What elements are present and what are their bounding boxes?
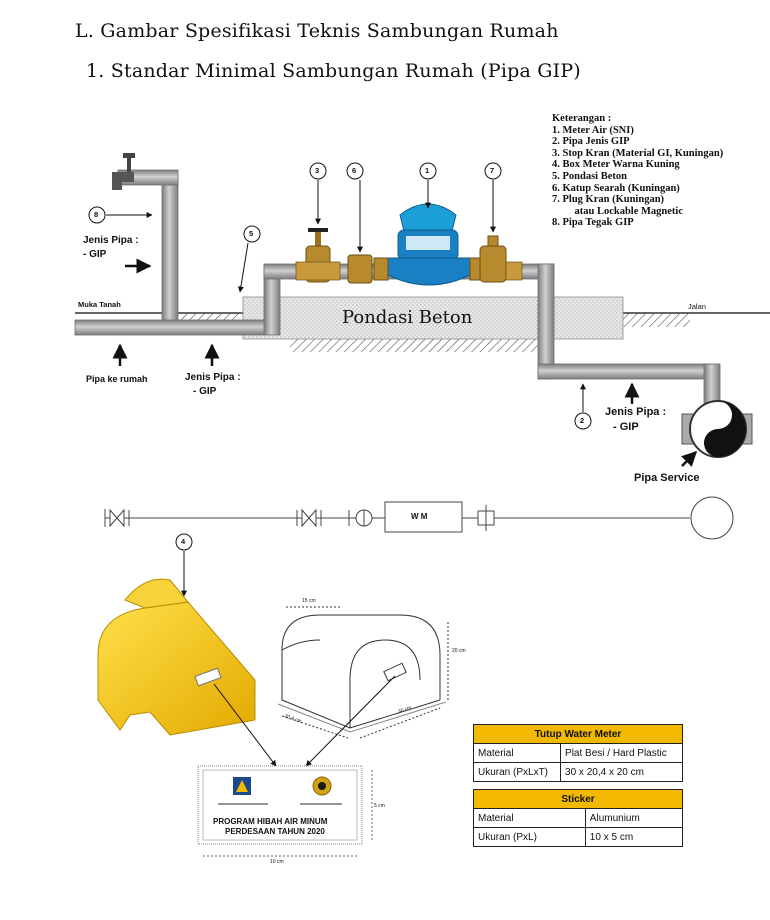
marker-6: [346, 162, 364, 253]
subsection-heading: 1. Standar Minimal Sambungan Rumah (Pipa…: [86, 60, 581, 82]
jalan-label: Jalan: [688, 302, 706, 311]
sticker-size-value: 10 x 5 cm: [584, 827, 684, 847]
tutup-size-label: Ukuran (PxLxT): [472, 762, 562, 782]
sticker-pointer-lines: [213, 675, 396, 767]
gip-bottom-label: - GIP: [193, 386, 217, 397]
legend-item: 5. Pondasi Beton: [552, 170, 627, 182]
pondasi-beton-label: Pondasi Beton: [342, 307, 473, 328]
legend-title: Keterangan :: [552, 113, 612, 124]
sticker-line1: PROGRAM HIBAH AIR MINUM: [213, 817, 328, 826]
sticker-width-dim: 10 cm: [270, 859, 284, 865]
legend-item: 8. Pipa Tegak GIP: [552, 217, 634, 229]
box-top-dim: 15 cm: [302, 598, 316, 604]
legend: Keterangan : 1. Meter Air (SNI) 2. Pipa …: [552, 113, 723, 229]
marker-2: [574, 383, 592, 430]
legend-item: atau Lockable Magnetic: [564, 205, 684, 217]
legend-item: 3. Stop Kran (Material GI, Kuningan): [552, 147, 724, 159]
section-heading: L. Gambar Spesifikasi Teknis Sambungan R…: [75, 20, 559, 42]
marker-5-number: 5: [249, 229, 254, 238]
marker-3: [309, 162, 327, 225]
pipe-network: [74, 169, 721, 405]
gip-right-label: - GIP: [613, 421, 639, 433]
tutup-table-title: Tutup Water Meter: [473, 724, 683, 744]
sticker-size-label: Ukuran (PxL): [473, 827, 586, 847]
sticker-line2: PERDESAAN TAHUN 2020: [225, 827, 325, 836]
marker-3-number: 3: [315, 166, 320, 175]
faucet-icon: [112, 153, 135, 190]
tutup-water-meter-table: Tutup Water Meter Material Plat Besi / H…: [472, 724, 683, 782]
marker-4-number: 4: [181, 537, 186, 546]
label-arrows: [112, 258, 698, 467]
legend-item: 6. Katup Searah (Kuningan): [552, 182, 680, 194]
marker-1-number: 1: [425, 166, 430, 175]
legend-item: 1. Meter Air (SNI): [552, 124, 634, 136]
stop-valve-icon: [295, 228, 341, 283]
legend-item: 7. Plug Kran (Kuningan): [552, 194, 665, 206]
jenis-pipa-left-label: Jenis Pipa :: [83, 235, 139, 246]
concrete-foundation: [242, 296, 624, 352]
marker-5: [237, 225, 261, 293]
marker-8-number: 8: [94, 210, 99, 219]
legend-item: 2. Pipa Jenis GIP: [552, 136, 630, 148]
schematic-line: [104, 496, 734, 540]
wm-label: W M: [411, 512, 428, 521]
jenis-pipa-bottom-label: Jenis Pipa :: [185, 372, 241, 383]
tutup-material-value: Plat Besi / Hard Plastic: [560, 743, 683, 763]
service-pipe-icon: [681, 400, 753, 458]
marker-8: [88, 206, 153, 224]
box-outline-drawing: [277, 606, 449, 739]
check-valve-icon: [347, 254, 373, 284]
gip-left-label: - GIP: [83, 249, 107, 260]
tutup-size-value: 30 x 20,4 x 20 cm: [560, 762, 683, 782]
marker-2-number: 2: [580, 416, 585, 425]
pipa-service-label: Pipa Service: [634, 472, 700, 484]
sticker-material-value: Alumunium: [584, 808, 684, 828]
sticker-table: Sticker Material Alumunium Ukuran (PxL) …: [473, 789, 684, 847]
marker-4: [175, 533, 193, 597]
plug-valve-icon: [479, 235, 523, 283]
pipa-ke-rumah-label: Pipa ke rumah: [86, 374, 148, 384]
tutup-material-label: Material: [472, 743, 562, 763]
marker-6-number: 6: [352, 166, 357, 175]
marker-1: [419, 162, 437, 209]
sticker-image: [197, 765, 373, 857]
sticker-height-dim: 5 cm: [374, 803, 385, 809]
jenis-pipa-right-label: Jenis Pipa :: [605, 406, 667, 418]
box-height-dim: 20 cm: [452, 648, 466, 654]
sticker-table-title: Sticker: [473, 789, 683, 809]
yellow-meter-box-image: [97, 578, 256, 736]
marker-7: [484, 162, 502, 233]
sticker-material-label: Material: [473, 808, 586, 828]
water-meter-icon: [373, 203, 485, 286]
legend-item: 4. Box Meter Warna Kuning: [552, 159, 680, 171]
marker-7-number: 7: [490, 166, 495, 175]
muka-tanah-label: Muka Tanah: [78, 300, 121, 309]
